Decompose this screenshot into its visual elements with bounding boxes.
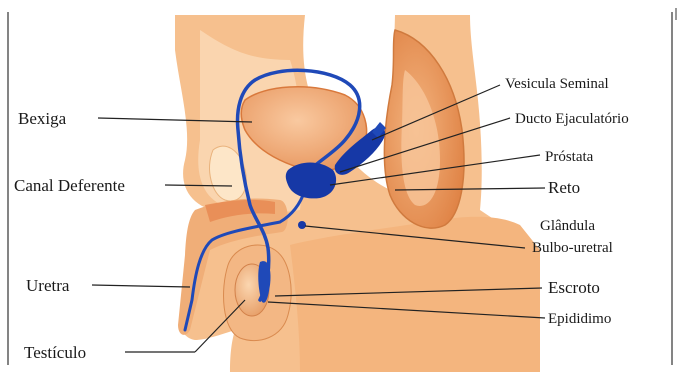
label-epididimo: Epididimo — [548, 311, 611, 327]
label-uretra: Uretra — [26, 276, 70, 295]
label-glandula-line1: Glândula — [540, 218, 595, 234]
label-glandula-line2: Bulbo-uretral — [532, 240, 613, 256]
label-escroto: Escroto — [548, 278, 600, 297]
label-testiculo: Testículo — [24, 343, 86, 362]
label-vesicula-seminal: Vesicula Seminal — [505, 76, 609, 92]
bulbourethral-gland — [298, 221, 306, 229]
label-prostata: Próstata — [545, 149, 594, 165]
label-bexiga: Bexiga — [18, 109, 67, 128]
label-ducto-ejaculatorio: Ducto Ejaculatório — [515, 111, 629, 127]
label-reto: Reto — [548, 178, 580, 197]
leader-uretra — [92, 285, 190, 287]
label-canal-deferente: Canal Deferente — [14, 176, 125, 195]
